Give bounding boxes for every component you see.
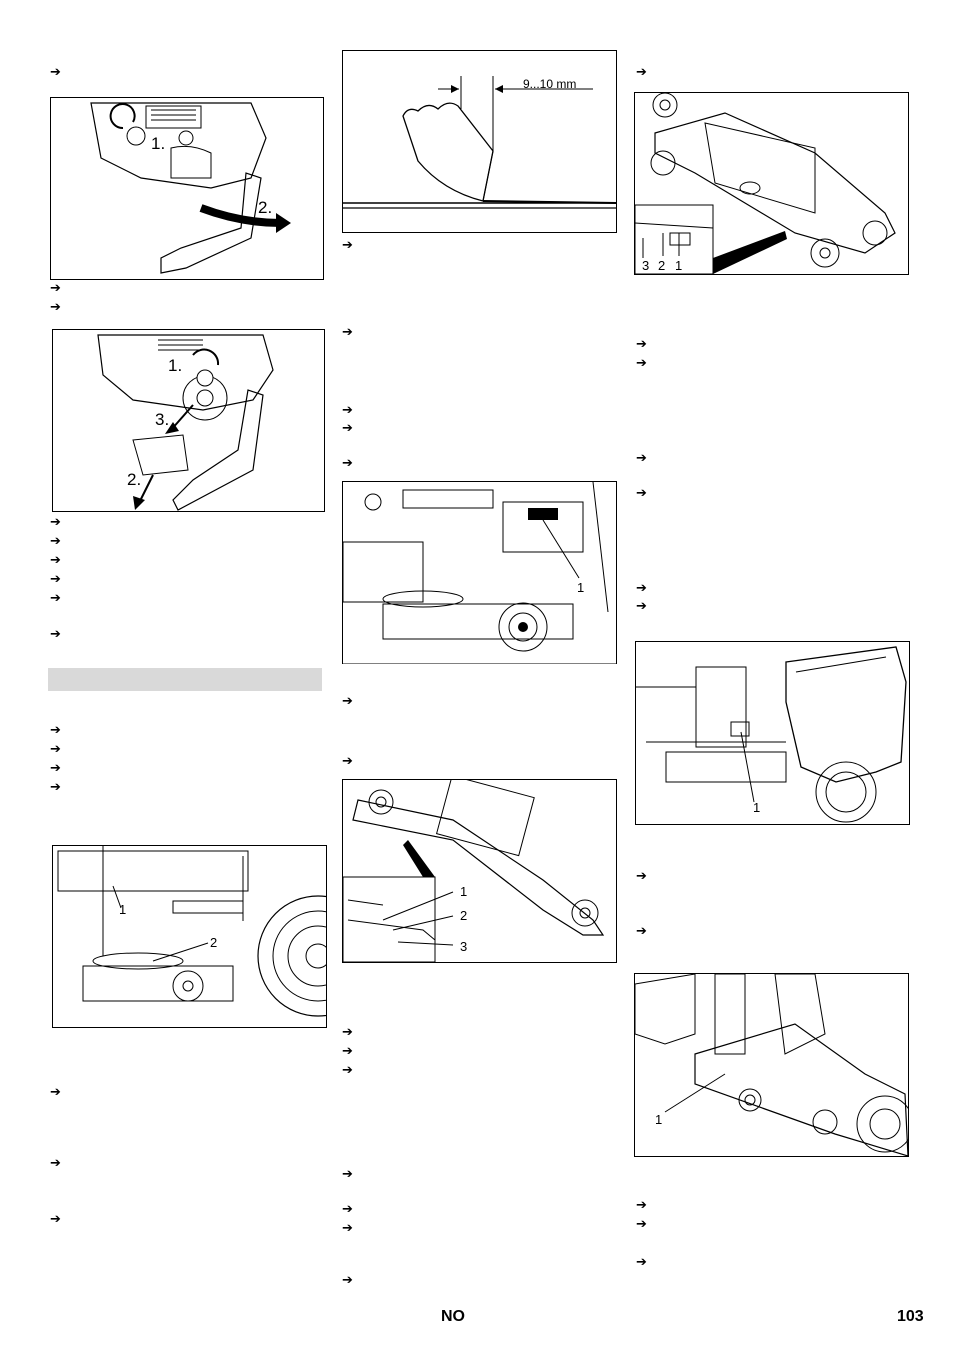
bullet-arrow: ➔ xyxy=(342,694,353,709)
bullet-arrow: ➔ xyxy=(50,515,61,530)
bullet-arrow: ➔ xyxy=(342,456,353,471)
callout-3: 3 xyxy=(460,939,468,954)
bullet-arrow: ➔ xyxy=(50,591,61,606)
callout-1: 1 xyxy=(655,1112,663,1127)
bullet-arrow: ➔ xyxy=(342,754,353,769)
callout-1: 1 xyxy=(577,580,585,595)
bullet-arrow: ➔ xyxy=(342,1025,353,1040)
footer-language-code: NO xyxy=(441,1308,465,1325)
bullet-arrow: ➔ xyxy=(636,65,647,80)
bullet-arrow: ➔ xyxy=(636,486,647,501)
step-2-label: 2. xyxy=(127,470,142,489)
figure-squeegee-lip-gap: 9...10 mm xyxy=(342,50,617,233)
bullet-arrow: ➔ xyxy=(342,1044,353,1059)
bullet-arrow: ➔ xyxy=(50,572,61,587)
bullet-arrow: ➔ xyxy=(636,451,647,466)
bullet-arrow: ➔ xyxy=(342,1063,353,1078)
callout-3: 3 xyxy=(642,258,650,273)
bullet-arrow: ➔ xyxy=(342,238,353,253)
bullet-arrow: ➔ xyxy=(50,534,61,549)
bullet-arrow: ➔ xyxy=(50,627,61,642)
callout-2: 2 xyxy=(460,908,468,923)
bullet-arrow: ➔ xyxy=(342,1167,353,1182)
callout-1: 1 xyxy=(119,902,127,917)
bullet-arrow: ➔ xyxy=(342,325,353,340)
bullet-arrow: ➔ xyxy=(636,356,647,371)
bullet-arrow: ➔ xyxy=(636,1255,647,1270)
bullet-arrow: ➔ xyxy=(50,742,61,757)
callout-2: 2 xyxy=(210,935,218,950)
bullet-arrow: ➔ xyxy=(342,1221,353,1236)
bullet-arrow: ➔ xyxy=(50,281,61,296)
callout-1: 1 xyxy=(675,258,683,273)
step-3-label: 3. xyxy=(155,410,170,429)
bullet-arrow: ➔ xyxy=(636,337,647,352)
bullet-arrow: ➔ xyxy=(636,924,647,939)
bullet-arrow: ➔ xyxy=(50,300,61,315)
bullet-arrow: ➔ xyxy=(636,599,647,614)
bullet-arrow: ➔ xyxy=(342,421,353,436)
figure-squeegee-removed: 1 xyxy=(634,973,909,1157)
bullet-arrow: ➔ xyxy=(342,403,353,418)
bullet-arrow: ➔ xyxy=(636,581,647,596)
callout-2: 2 xyxy=(658,258,666,273)
bullet-arrow: ➔ xyxy=(50,1212,61,1227)
bullet-arrow: ➔ xyxy=(50,780,61,795)
step-1-label: 1. xyxy=(151,134,166,153)
figure-remove-side-brush: 1. 3. 2. xyxy=(52,329,325,512)
bullet-arrow: ➔ xyxy=(636,1217,647,1232)
figure-squeegee-hose-mount: 1 xyxy=(635,641,910,825)
figure-squeegee-blades: 1 2 3 xyxy=(342,779,617,963)
step-2-label: 2. xyxy=(258,198,273,217)
bullet-arrow: ➔ xyxy=(342,1273,353,1288)
callout-1: 1 xyxy=(753,800,761,815)
bullet-arrow: ➔ xyxy=(50,1085,61,1100)
figure-squeegee-height-knob: 1 xyxy=(342,481,617,664)
bullet-arrow: ➔ xyxy=(50,761,61,776)
callout-1: 1 xyxy=(460,884,468,899)
bullet-arrow: ➔ xyxy=(636,1198,647,1213)
dimension-label: 9...10 mm xyxy=(523,77,577,91)
bullet-arrow: ➔ xyxy=(50,1156,61,1171)
figure-squeegee-adjustment: 1 2 xyxy=(52,845,327,1028)
figure-remove-side-brush-cover: 1. 2. xyxy=(50,97,324,280)
bullet-arrow: ➔ xyxy=(50,723,61,738)
section-heading-bar xyxy=(48,668,322,691)
footer-page-number: 103 xyxy=(897,1308,924,1325)
bullet-arrow: ➔ xyxy=(50,553,61,568)
bullet-arrow: ➔ xyxy=(342,1202,353,1217)
bullet-arrow: ➔ xyxy=(50,65,61,80)
bullet-arrow: ➔ xyxy=(636,869,647,884)
step-1-label: 1. xyxy=(168,356,183,375)
figure-squeegee-blade-replace: 3 2 1 xyxy=(634,92,909,275)
